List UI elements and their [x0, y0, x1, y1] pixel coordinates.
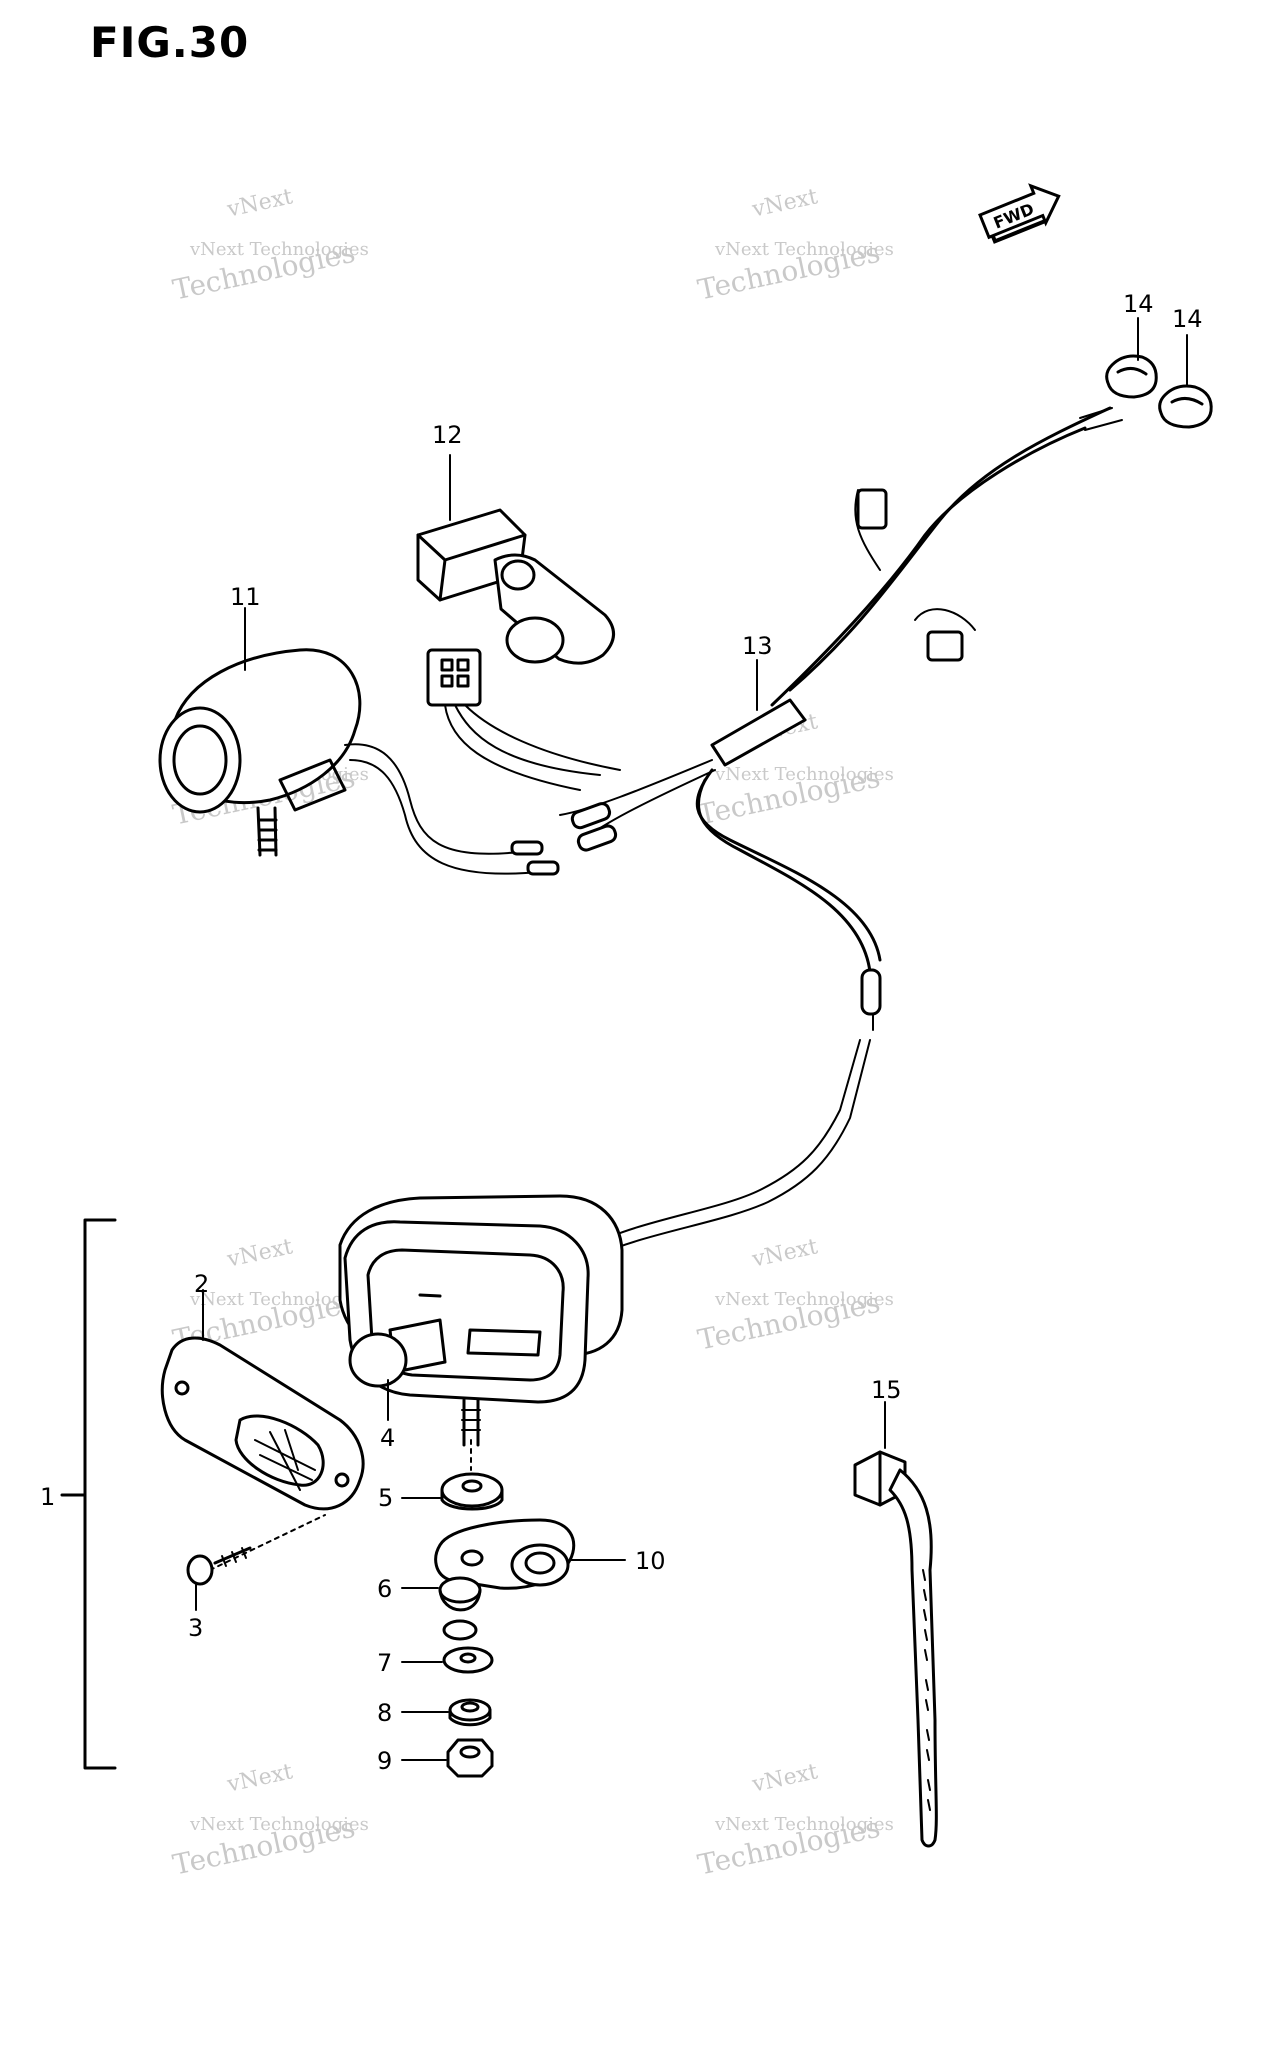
watermark-group: vNext vNext Technologies Technologies vN…: [170, 184, 894, 1881]
callout-3: 3: [188, 1614, 203, 1642]
connector-icon: [426, 648, 482, 707]
watermark: vNext vNext Technologies Technologies: [695, 1234, 894, 1356]
callout-2: 2: [194, 1270, 209, 1298]
svg-text:vNext Technologies: vNext Technologies: [714, 1814, 894, 1835]
connector-icon: [856, 488, 888, 530]
callout-6: 6: [377, 1575, 392, 1603]
callout-1: 1: [40, 1483, 55, 1511]
svg-text:vNext Technologies: vNext Technologies: [189, 1289, 369, 1310]
watermark: vNext vNext Technologies Technologies: [170, 184, 369, 306]
callout-10: 10: [635, 1547, 666, 1575]
callout-14a: 14: [1123, 290, 1154, 318]
callout-15: 15: [871, 1376, 902, 1404]
svg-text:vNext: vNext: [224, 1234, 295, 1272]
assembly-bracket: [60, 1218, 117, 1770]
spacer-part-6: [438, 1576, 482, 1641]
svg-text:vNext Technologies: vNext Technologies: [714, 239, 894, 260]
figure-title: FIG.30: [90, 18, 250, 67]
callout-7: 7: [377, 1649, 392, 1677]
watermark: vNext vNext Technologies Technologies: [170, 1759, 369, 1881]
watermark: vNext vNext Technologies Technologies: [695, 184, 894, 306]
screw-part-3: [186, 1514, 326, 1586]
svg-text:vNext Technologies: vNext Technologies: [714, 1289, 894, 1310]
switch-part-12: [416, 508, 621, 791]
callout-8: 8: [377, 1699, 392, 1727]
callout-14b: 14: [1172, 305, 1203, 333]
turn-signal-part-11: [158, 648, 560, 876]
washer-part-7: [442, 1646, 494, 1674]
svg-text:vNext: vNext: [749, 1759, 820, 1797]
stud: [461, 1398, 481, 1471]
grommet-part-14b: [1158, 384, 1213, 429]
svg-text:vNext Technologies: vNext Technologies: [189, 239, 369, 260]
callout-11: 11: [230, 583, 261, 611]
svg-text:vNext: vNext: [749, 184, 820, 222]
grommet-part-14a: [1105, 354, 1158, 399]
lock-washer-part-8: [448, 1698, 492, 1727]
bulb-part-4: [348, 1318, 447, 1388]
svg-text:vNext: vNext: [749, 1234, 820, 1272]
callout-12: 12: [432, 421, 463, 449]
connector-icon: [926, 630, 964, 662]
callout-13: 13: [742, 632, 773, 660]
callout-9: 9: [377, 1747, 392, 1775]
nut-part-9: [446, 1738, 494, 1778]
washer-part-5: [440, 1472, 504, 1511]
cable-tie-part-15: [853, 1450, 938, 1848]
callout-labels: 1 2 3 4 5 6 7 8 9 10 11 12 13 14 14 15: [40, 290, 1203, 1775]
svg-text:vNext Technologies: vNext Technologies: [189, 1814, 369, 1835]
fwd-arrow-icon: FWD: [978, 183, 1061, 244]
lens-part-2: [160, 1336, 365, 1511]
svg-text:vNext Technologies: vNext Technologies: [714, 764, 894, 785]
callout-4: 4: [380, 1424, 395, 1452]
wiring-harness-part-13: [559, 406, 1123, 1031]
callout-5: 5: [378, 1484, 393, 1512]
leader-lines: [195, 317, 1188, 1761]
watermark: vNext vNext Technologies Technologies: [695, 1759, 894, 1881]
svg-text:vNext: vNext: [224, 184, 295, 222]
svg-text:vNext: vNext: [224, 1759, 295, 1797]
